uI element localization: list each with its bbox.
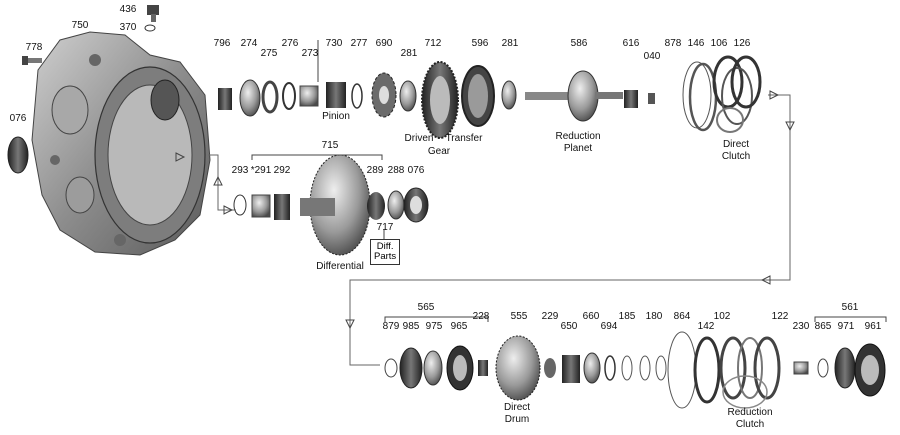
part-label-229: 229 xyxy=(541,311,559,322)
part-label-694: 694 xyxy=(600,321,618,332)
caption-direct-clutch-1: Direct xyxy=(722,139,750,150)
part-label-288: 288 xyxy=(387,165,405,176)
part-label-778: 778 xyxy=(25,42,43,53)
caption-reduction-clutch-1: Reduction xyxy=(727,407,773,418)
part-label-586: 586 xyxy=(570,38,588,49)
part-label-878: 878 xyxy=(664,38,682,49)
caption-direct-drum-1: Direct xyxy=(503,402,531,413)
caption-diff-parts-1: Diff. xyxy=(376,241,394,252)
part-label-146: 146 xyxy=(687,38,705,49)
part-label-971: 971 xyxy=(837,321,855,332)
part-label-796: 796 xyxy=(213,38,231,49)
seal-076-left xyxy=(7,136,29,174)
part-label-142: 142 xyxy=(697,321,715,332)
part-label-289: 289 xyxy=(366,165,384,176)
part-label-436: 436 xyxy=(119,4,137,15)
part-label-879: 879 xyxy=(382,321,400,332)
part-label-717: 717 xyxy=(376,222,394,233)
part-label-102: 102 xyxy=(713,311,731,322)
part-label-228: 228 xyxy=(472,311,490,322)
part-label-730: 730 xyxy=(325,38,343,49)
part-label-291: *291 xyxy=(250,165,272,176)
part-label-965: 965 xyxy=(450,321,468,332)
part-label-126: 126 xyxy=(733,38,751,49)
part-label-292: 292 xyxy=(273,165,291,176)
caption-direct-clutch-2: Clutch xyxy=(721,151,751,162)
flow-arrows xyxy=(175,90,795,330)
part-label-712: 712 xyxy=(424,38,442,49)
part-label-616: 616 xyxy=(622,38,640,49)
part-label-293: 293 xyxy=(231,165,249,176)
part-label-961: 961 xyxy=(864,321,882,332)
part-label-281-b: 281 xyxy=(501,38,519,49)
caption-reduction-clutch-2: Clutch xyxy=(735,419,765,430)
part-label-565: 565 xyxy=(417,302,435,313)
part-label-715: 715 xyxy=(321,140,339,151)
part-label-555: 555 xyxy=(510,311,528,322)
part-label-185: 185 xyxy=(618,311,636,322)
part-label-106: 106 xyxy=(710,38,728,49)
top-row-parts xyxy=(218,55,762,139)
diff-parts-box: Diff. Parts xyxy=(370,239,401,265)
differential-parts xyxy=(233,154,429,256)
part-label-122: 122 xyxy=(771,311,789,322)
part-label-277: 277 xyxy=(350,38,368,49)
part-label-275: 275 xyxy=(260,48,278,59)
part-label-370: 370 xyxy=(119,22,137,33)
part-label-660: 660 xyxy=(582,311,600,322)
part-label-273: 273 xyxy=(301,48,319,59)
part-label-276: 276 xyxy=(281,38,299,49)
part-label-985: 985 xyxy=(402,321,420,332)
assembly-flow-lines xyxy=(208,94,791,366)
part-label-281-a: 281 xyxy=(400,48,418,59)
caption-direct-drum-2: Drum xyxy=(504,414,530,425)
caption-driven: Driven xyxy=(404,133,434,144)
part-label-690: 690 xyxy=(375,38,393,49)
part-label-561: 561 xyxy=(841,302,859,313)
caption-diff-parts-2: Parts xyxy=(374,251,397,262)
group-brackets xyxy=(251,40,887,322)
part-label-076-case: 076 xyxy=(9,113,27,124)
caption-reduction-planet-2: Planet xyxy=(563,143,593,154)
caption-transfer-gear-2: Gear xyxy=(427,146,451,157)
part-label-596: 596 xyxy=(471,38,489,49)
part-label-040: 040 xyxy=(643,51,661,62)
caption-reduction-planet-1: Reduction xyxy=(555,131,601,142)
part-label-076-diff: 076 xyxy=(407,165,425,176)
part-label-274: 274 xyxy=(240,38,258,49)
bolt-778 xyxy=(22,56,42,65)
caption-differential: Differential xyxy=(316,261,364,272)
transmission-case xyxy=(31,31,211,256)
bottom-row-parts xyxy=(384,331,886,409)
part-label-180: 180 xyxy=(645,311,663,322)
part-label-750: 750 xyxy=(71,20,89,31)
caption-pinion: Pinion xyxy=(322,111,350,122)
caption-transfer-gear: Transfer xyxy=(445,133,483,144)
o-ring-370 xyxy=(144,24,156,32)
part-label-975: 975 xyxy=(425,321,443,332)
part-label-230: 230 xyxy=(792,321,810,332)
sensor-436 xyxy=(147,5,159,22)
part-label-650: 650 xyxy=(560,321,578,332)
part-label-865: 865 xyxy=(814,321,832,332)
part-label-864: 864 xyxy=(673,311,691,322)
